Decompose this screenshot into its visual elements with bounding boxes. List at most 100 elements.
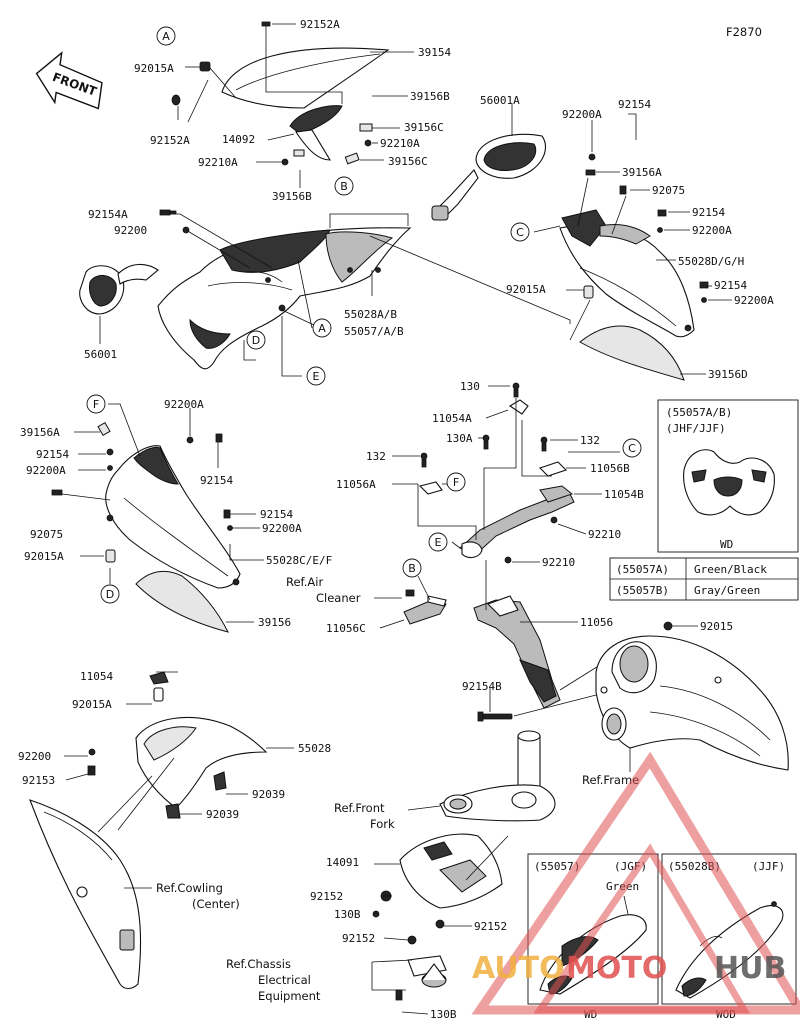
- label-ref-chassis-1: Ref.Chassis: [226, 957, 291, 971]
- inset-55057AB: (55057A/B) (JHF/JJF) WD: [657, 399, 799, 553]
- label-92154-2: 92154: [692, 206, 725, 219]
- callout-e-center: E: [428, 532, 448, 552]
- color-table-code-1: (55057B): [616, 584, 669, 597]
- washer-92200-icon: [182, 226, 190, 234]
- label-92200A-6: 92200A: [262, 522, 302, 535]
- callout-b-top: B: [334, 176, 354, 196]
- color-table-code-0: (55057A): [616, 563, 669, 576]
- label-92200A-2: 92200A: [692, 224, 732, 237]
- svg-text:E: E: [313, 370, 320, 383]
- label-39156C-2: 39156C: [388, 155, 428, 168]
- callout-f-left: F: [86, 394, 106, 414]
- label-92152-1: 92152: [310, 890, 343, 903]
- svg-text:A: A: [318, 322, 326, 335]
- label-ref-cowling-2: (Center): [192, 897, 240, 911]
- label-92210A-2: 92210A: [198, 156, 238, 169]
- label-92154-6: 92154: [260, 508, 293, 521]
- label-130B-2: 130B: [430, 1008, 457, 1021]
- front-arrow-icon: FRONT: [35, 51, 103, 110]
- label-92200A-5: 92200A: [26, 464, 66, 477]
- label-39156-1: 39156: [258, 616, 291, 629]
- label-ref-chassis-3: Equipment: [258, 989, 321, 1003]
- inner-cover-55028: [87, 671, 268, 819]
- svg-text:B: B: [340, 180, 348, 193]
- label-130-1: 130: [460, 380, 480, 393]
- label-92153: 92153: [22, 774, 55, 787]
- callout-c-right: C: [510, 222, 530, 242]
- label-11056C: 11056C: [326, 622, 366, 635]
- label-132-1: 132: [580, 434, 600, 447]
- meter-bracket-14091: [372, 833, 503, 945]
- label-92075-2: 92075: [30, 528, 63, 541]
- label-92015: 92015: [700, 620, 733, 633]
- side-cowl-left-leaders: [61, 403, 264, 623]
- callout-d-mid: D: [246, 330, 266, 350]
- label-11056A: 11056A: [336, 478, 376, 491]
- svg-text:B: B: [408, 562, 416, 575]
- upper-cowling-leaders: [166, 213, 571, 377]
- label-39156A-1: 39156A: [622, 166, 662, 179]
- label-92075-1: 92075: [652, 184, 685, 197]
- label-92039-2: 92039: [206, 808, 239, 821]
- label-55028AB: 55028A/B: [344, 308, 397, 321]
- label-92154-1: 92154: [618, 98, 651, 111]
- svg-text:D: D: [106, 588, 114, 601]
- svg-text:A: A: [162, 30, 170, 43]
- callout-d-left: D: [100, 584, 120, 604]
- callout-e-mid: E: [306, 366, 326, 386]
- label-11054: 11054: [80, 670, 113, 683]
- label-ref-front-fork-1: Ref.Front: [334, 801, 385, 815]
- screw-92154A-icon: [159, 209, 177, 216]
- inset-left-title-1: (55057): [534, 860, 580, 873]
- insulator-39156D: [579, 325, 685, 381]
- label-92154-3: 92154: [714, 279, 747, 292]
- svg-text:E: E: [435, 536, 442, 549]
- label-55028: 55028: [298, 742, 331, 755]
- label-11054B: 11054B: [604, 488, 644, 501]
- svg-text:F: F: [93, 398, 99, 411]
- label-92152-2: 92152: [474, 920, 507, 933]
- frame-head: [595, 621, 789, 771]
- label-ref-frame: Ref.Frame: [582, 773, 639, 787]
- side-cowl-left: [51, 421, 241, 589]
- label-14092: 14092: [222, 133, 255, 146]
- label-11056: 11056: [580, 616, 613, 629]
- label-92039-1: 92039: [252, 788, 285, 801]
- label-92015A-1: 92015A: [134, 62, 174, 75]
- label-92154-4: 92154: [36, 448, 69, 461]
- inset-top-caption: WD: [720, 538, 733, 551]
- label-92015A-2: 92015A: [506, 283, 546, 296]
- label-ref-air-cleaner-1: Ref.Air: [286, 575, 323, 589]
- callout-b-center: B: [402, 558, 422, 578]
- label-92015A-3: 92015A: [24, 550, 64, 563]
- label-11054A: 11054A: [432, 412, 472, 425]
- label-92200A-1: 92200A: [562, 108, 602, 121]
- watermark-auto: AUTO: [472, 951, 565, 986]
- label-92154B: 92154B: [462, 680, 502, 693]
- svg-text:C: C: [516, 226, 524, 239]
- label-39156A-2: 39156A: [20, 426, 60, 439]
- callout-c-center: C: [622, 438, 642, 458]
- color-table-color-1: Gray/Green: [694, 584, 760, 597]
- label-39154: 39154: [418, 46, 451, 59]
- label-56001: 56001: [84, 348, 117, 361]
- label-92200-2: 92200: [18, 750, 51, 763]
- label-ref-front-fork-2: Fork: [370, 817, 395, 831]
- label-ref-air-cleaner-2: Cleaner: [316, 591, 361, 605]
- label-92154-5: 92154: [200, 474, 233, 487]
- label-92200A-4: 92200A: [164, 398, 204, 411]
- label-92210-1: 92210: [588, 528, 621, 541]
- svg-text:C: C: [628, 442, 636, 455]
- label-ref-cowling-1: Ref.Cowling: [156, 881, 223, 895]
- label-14091: 14091: [326, 856, 359, 869]
- mirror-left-assembly: [79, 263, 159, 344]
- label-132-2: 132: [366, 450, 386, 463]
- label-55057AB: 55057/A/B: [344, 325, 404, 338]
- inset-55028B-JJF: (55028B) (JJF) WOD: [661, 853, 797, 1021]
- inset-top-title-2: (JHF/JJF): [666, 422, 726, 435]
- label-39156C-1: 39156C: [404, 121, 444, 134]
- color-table: (55057A) Green/Black (55057B) Gray/Green: [609, 557, 799, 601]
- mirror-right-assembly: [431, 133, 547, 221]
- insulator-39156: [135, 570, 229, 633]
- side-cowl-right-leaders: [533, 113, 732, 375]
